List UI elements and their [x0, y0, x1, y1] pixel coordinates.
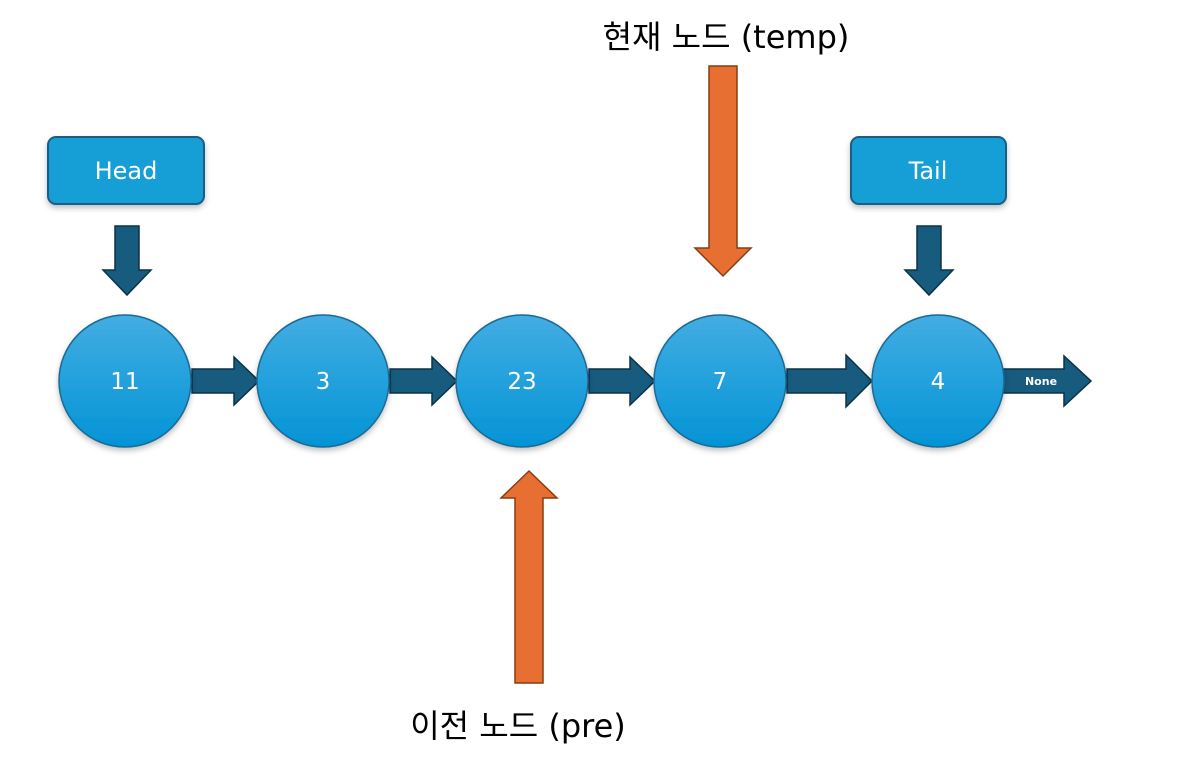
list-node: 3	[256, 314, 390, 448]
node-value: 3	[316, 369, 331, 395]
list-node: 23	[455, 314, 589, 448]
list-node: 11	[58, 314, 192, 448]
none-arrow-icon	[1002, 354, 1093, 408]
list-node: 7	[653, 314, 787, 448]
none-label: None	[1025, 375, 1057, 388]
list-node: 4	[871, 314, 1005, 448]
node-value: 23	[507, 369, 536, 395]
link-arrow-icon	[191, 355, 261, 407]
tail-label-box: Tail	[850, 136, 1007, 205]
node-value: 4	[931, 369, 946, 395]
link-arrow-icon	[588, 355, 657, 407]
head-label-box: Head	[47, 136, 205, 205]
head-label: Head	[95, 157, 158, 185]
current-node-arrow-icon	[693, 65, 753, 278]
previous-node-label: 이전 노드 (pre)	[410, 707, 626, 745]
link-arrow-icon	[786, 353, 874, 409]
current-node-label: 현재 노드 (temp)	[603, 18, 850, 56]
head-arrow-icon	[101, 225, 153, 297]
previous-node-arrow-icon	[499, 469, 559, 684]
tail-label: Tail	[908, 157, 948, 185]
tail-arrow-icon	[903, 225, 955, 297]
none-end-marker: None	[1002, 354, 1093, 408]
node-value: 7	[713, 369, 728, 395]
node-value: 11	[110, 369, 139, 395]
link-arrow-icon	[389, 355, 459, 407]
